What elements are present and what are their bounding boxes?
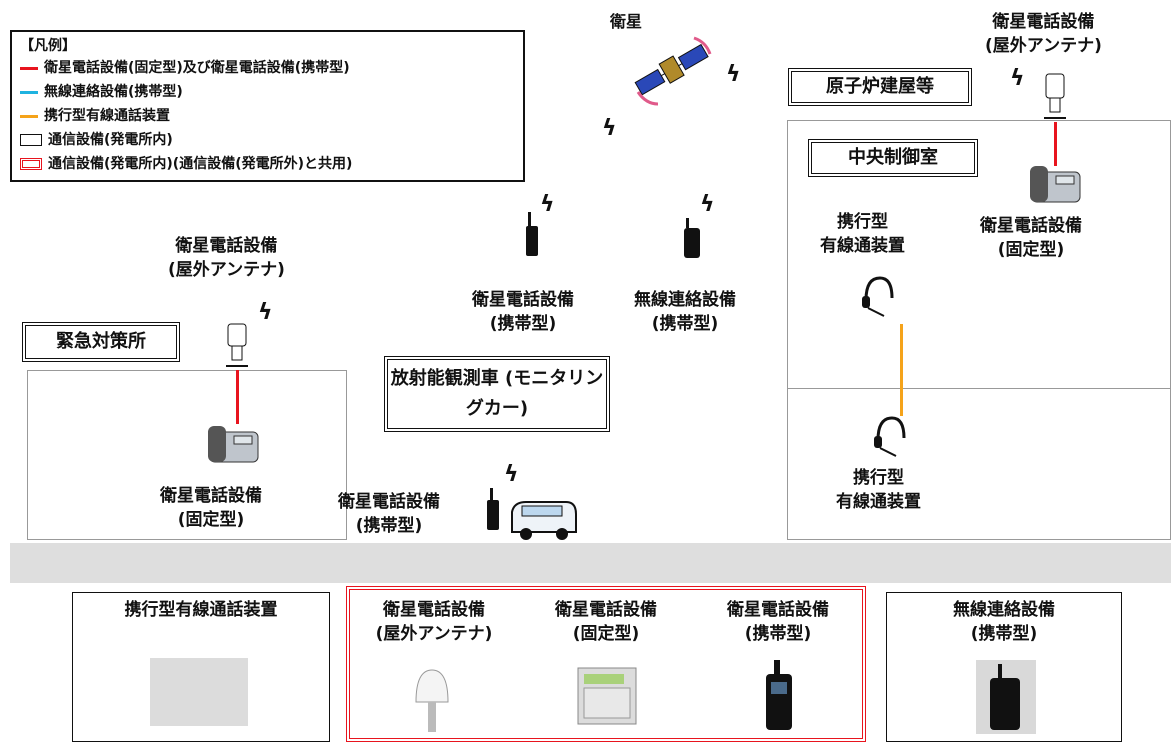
signal-bolt-icon: ϟ	[726, 62, 741, 87]
legend-label: 通信設備(発電所内)(通信設備(発電所外)と共用)	[48, 156, 353, 172]
satellite-icon	[634, 36, 712, 106]
legend-label: 無線連絡設備(携帯型)	[44, 84, 183, 100]
reactor-building-area	[787, 120, 1171, 540]
reactor-antenna-label: 衛星電話設備 (屋外アンテナ)	[985, 12, 1102, 56]
outdoor-antenna-icon	[1044, 73, 1066, 119]
red-line-swatch	[20, 66, 38, 70]
legend-item-red-line: 衛星電話設備(固定型)及び衛星電話設備(携帯型)	[20, 58, 350, 78]
signal-bolt-icon: ϟ	[1010, 66, 1025, 91]
fixed-phone-link	[1054, 122, 1057, 166]
monitoring-car-box: 放射能観測車 (モニタリングカー)	[384, 356, 610, 432]
reactor-fixed-phone-label: 衛星電話設備 (固定型)	[980, 216, 1082, 260]
vehicle-sat-portable-label: 衛星電話設備 (携帯型)	[338, 492, 440, 536]
signal-bolt-icon: ϟ	[700, 192, 715, 217]
legend-box: 【凡例】 衛星電話設備(固定型)及び衛星電話設備(携帯型) 無線連絡設備(携帯型…	[10, 30, 525, 182]
satellite-portable-phone-icon	[487, 488, 499, 530]
separator-band	[10, 543, 1171, 583]
shared-fixed-title: 衛星電話設備 (固定型)	[555, 600, 657, 644]
radio-photo	[976, 660, 1036, 734]
emergency-antenna-label: 衛星電話設備 (屋外アンテナ)	[168, 236, 285, 280]
signal-bolt-icon: ϟ	[258, 300, 273, 325]
legend-item-red-box: 通信設備(発電所内)(通信設備(発電所外)と共用)	[20, 154, 352, 174]
middle-radio-portable-label: 無線連絡設備 (携帯型)	[634, 290, 736, 334]
cyan-line-swatch	[20, 90, 38, 94]
legend-label: 衛星電話設備(固定型)及び衛星電話設備(携帯型)	[44, 60, 350, 76]
shared-antenna-title: 衛星電話設備 (屋外アンテナ)	[375, 600, 493, 644]
legend-item-black-box: 通信設備(発電所内)	[20, 130, 173, 150]
signal-bolt-icon: ϟ	[602, 116, 617, 141]
monitoring-car-icon	[511, 501, 577, 540]
headset-icon	[862, 276, 894, 317]
wired-equipment-photo	[150, 658, 248, 726]
signal-bolt-icon: ϟ	[504, 462, 519, 487]
legend-title: 【凡例】	[20, 38, 76, 54]
emergency-center-box: 緊急対策所	[22, 322, 180, 362]
fixed-phone-photo	[577, 667, 637, 725]
radio-equipment-title: 無線連絡設備 (携帯型)	[953, 600, 1055, 644]
outdoor-antenna-photo	[415, 669, 449, 732]
radio-portable-icon	[684, 218, 700, 258]
legend-item-orange-line: 携行型有線通話装置	[20, 106, 170, 126]
legend-item-cyan-line: 無線連絡設備(携帯型)	[20, 82, 183, 102]
orange-line-swatch	[20, 114, 38, 118]
shared-portable-title: 衛星電話設備 (携帯型)	[727, 600, 829, 644]
floor-divider	[787, 388, 1171, 389]
wired-bottom-label: 携行型 有線通装置	[836, 468, 921, 512]
red-box-swatch	[20, 158, 42, 170]
portable-phone-photo	[766, 660, 792, 730]
emergency-fixed-phone-label: 衛星電話設備 (固定型)	[160, 486, 262, 530]
headset-icon	[874, 416, 906, 457]
emergency-center-area	[27, 370, 347, 540]
satellite-label: 衛星	[610, 12, 643, 31]
wired-top-label: 携行型 有線通装置	[820, 212, 905, 256]
control-room-box: 中央制御室	[808, 139, 978, 177]
satellite-portable-phone-icon	[526, 212, 538, 256]
fixed-phone-icon	[208, 426, 259, 463]
black-box-swatch	[20, 134, 42, 146]
signal-bolt-icon: ϟ	[540, 192, 555, 217]
wired-equipment-title: 携行型有線通話装置	[124, 600, 278, 620]
legend-label: 携行型有線通話装置	[44, 108, 170, 124]
fixed-phone-icon	[1030, 166, 1081, 203]
middle-sat-portable-label: 衛星電話設備 (携帯型)	[472, 290, 574, 334]
reactor-building-box: 原子炉建屋等	[788, 68, 972, 106]
fixed-phone-link	[236, 370, 239, 424]
wired-link	[900, 324, 903, 416]
legend-label: 通信設備(発電所内)	[48, 132, 173, 148]
outdoor-antenna-icon	[226, 323, 248, 367]
